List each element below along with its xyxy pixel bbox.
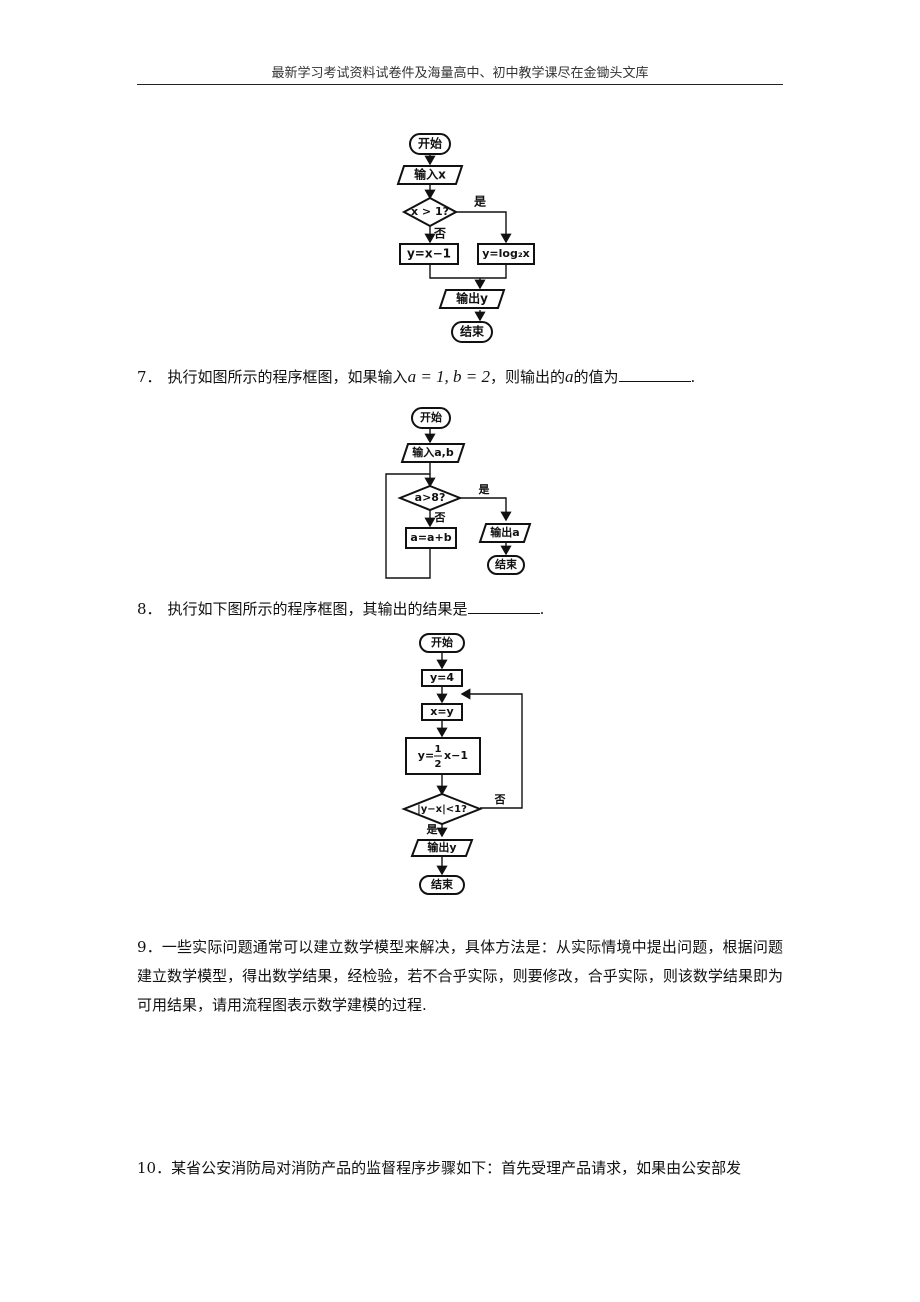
end-label: 结束 <box>494 557 518 571</box>
condition-label: |y−x|<1? <box>417 804 467 815</box>
question-text: 某省公安消防局对消防产品的监督程序步骤如下：首先受理产品请求，如果由公安部发 <box>171 1159 742 1177</box>
decision-diamond <box>401 196 459 228</box>
assign-label: x=y <box>430 705 453 718</box>
formula-numerator: 1 <box>435 744 442 755</box>
init-label: y=4 <box>430 671 454 684</box>
flowchart-2: 开始 输入a,b a>8? 是 否 a=a+b 输出a 结束 <box>385 407 532 579</box>
start-terminal <box>409 133 451 155</box>
input-label: 输入a,b <box>412 445 454 459</box>
question-7: 7． 执行如图所示的程序框图，如果输入a = 1, b = 2，则输出的a的值为. <box>137 366 695 388</box>
start-label: 开始 <box>418 136 442 151</box>
answer-blank[interactable] <box>467 599 540 614</box>
question-text: ，则输出的 <box>490 368 566 386</box>
condition-label: a>8? <box>415 491 446 504</box>
yes-label: 是 <box>478 483 491 496</box>
question-text: 的值为 <box>573 368 619 386</box>
output-box <box>478 523 532 543</box>
condition-label: x > 1? <box>411 205 449 218</box>
yes-label: 是 <box>426 823 439 836</box>
formula-denominator: 2 <box>435 759 442 770</box>
formula-box <box>405 737 481 775</box>
formula-lhs: y= <box>418 749 434 762</box>
page-header: 最新学习考试资料试卷件及海量高中、初中教学课尽在金锄头文库 <box>271 66 649 81</box>
answer-blank[interactable] <box>618 367 691 382</box>
process-box <box>405 527 457 549</box>
decision-diamond <box>401 792 483 826</box>
question-number: 9． <box>137 938 162 956</box>
process-label: a=a+b <box>410 531 451 544</box>
header-divider <box>137 84 783 85</box>
input-box <box>400 443 466 463</box>
question-number: 7． <box>137 368 162 386</box>
end-label: 结束 <box>430 877 454 891</box>
no-process-box <box>399 243 459 265</box>
init-box <box>421 669 463 687</box>
question-10: 10．某省公安消防局对消防产品的监督程序步骤如下：首先受理产品请求，如果由公安部… <box>137 1154 783 1183</box>
start-label: 开始 <box>431 635 453 649</box>
output-label: 输出y <box>456 291 488 306</box>
output-box <box>410 839 474 857</box>
flowchart-1: 开始 输入x x > 1? 是 否 y=x−1 y=log₂x 输出y 结束 <box>396 133 535 343</box>
yes-label: 是 <box>473 195 487 209</box>
output-label: 输出a <box>490 525 519 539</box>
input-label: 输入x <box>414 167 446 182</box>
no-label: 否 <box>433 227 446 241</box>
question-number: 8． <box>137 600 162 618</box>
assign-box <box>421 703 463 721</box>
decision-diamond <box>397 484 463 512</box>
start-terminal <box>411 407 451 429</box>
question-number: 10． <box>137 1159 172 1177</box>
flowchart-3: 开始 y=4 x=y y= 1 2 x−1 |y−x|<1? 否 是 输出y 结… <box>401 633 523 895</box>
formula-rhs: x−1 <box>444 749 468 762</box>
start-label: 开始 <box>420 410 442 424</box>
start-terminal <box>419 633 465 653</box>
yes-process-label: y=log₂x <box>482 247 530 260</box>
output-box <box>438 289 506 309</box>
math-expression: a = 1, b = 2 <box>407 367 491 386</box>
question-9: 9．一些实际问题通常可以建立数学模型来解决，具体方法是：从实际情境中提出问题，根… <box>137 933 783 1020</box>
end-label: 结束 <box>460 324 485 339</box>
yes-process-box <box>477 243 535 265</box>
end-terminal <box>419 875 465 895</box>
question-8: 8． 执行如下图所示的程序框图，其输出的结果是. <box>137 598 544 620</box>
math-variable: a <box>565 367 574 386</box>
question-end: . <box>539 600 545 618</box>
end-terminal <box>487 555 525 575</box>
output-label: 输出y <box>427 840 456 854</box>
question-end: . <box>690 368 696 386</box>
no-label: 否 <box>434 511 446 524</box>
question-text: 执行如图所示的程序框图，如果输入 <box>167 368 408 386</box>
end-terminal <box>451 321 493 343</box>
no-process-label: y=x−1 <box>407 247 451 261</box>
question-text: 执行如下图所示的程序框图，其输出的结果是 <box>167 600 468 618</box>
input-box <box>396 165 464 185</box>
question-text: 一些实际问题通常可以建立数学模型来解决，具体方法是：从实际情境中提出问题，根据问… <box>137 938 783 1014</box>
no-label: 否 <box>494 793 506 806</box>
